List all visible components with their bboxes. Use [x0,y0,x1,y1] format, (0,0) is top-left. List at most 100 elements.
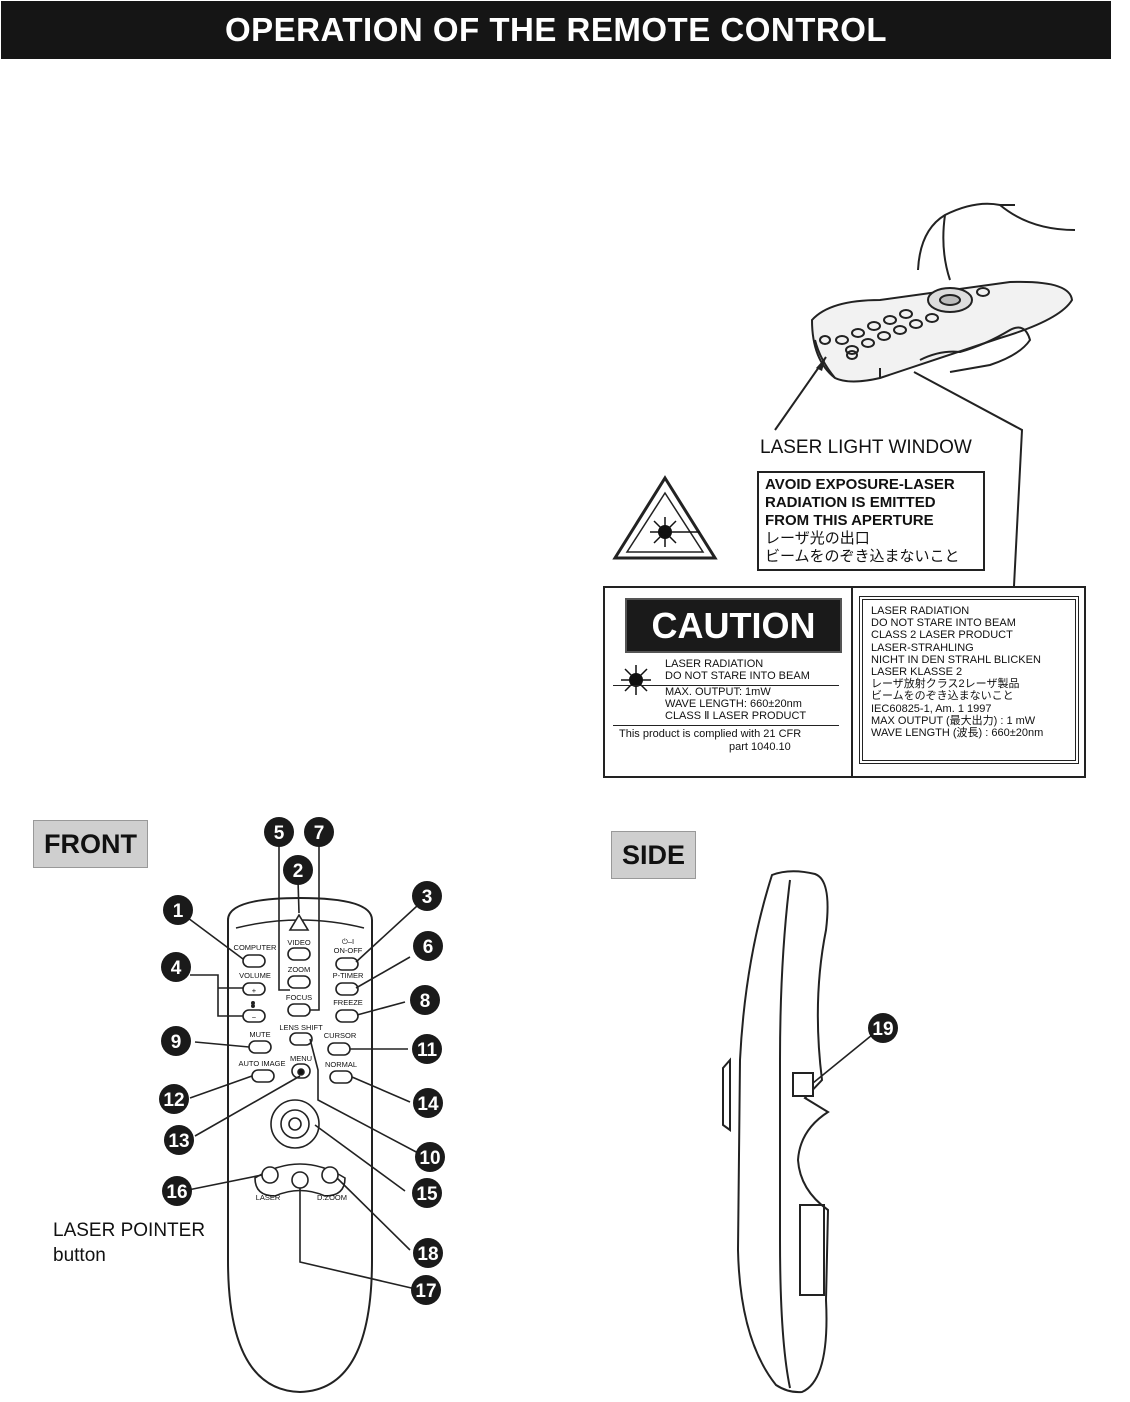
svg-text:3: 3 [422,887,433,908]
caution-right-line: NICHT IN DEN STRAHL BLICKEN [871,653,1041,666]
divider [613,725,839,726]
video-button-label: VIDEO [287,938,311,947]
svg-text:11: 11 [417,1040,438,1061]
remote-side-body [722,870,830,1394]
svg-text:7: 7 [314,823,325,844]
svg-text:1: 1 [173,901,184,922]
warning-line-3: FROM THIS APERTURE [765,512,934,529]
svg-text:18: 18 [417,1244,438,1265]
caution-right-line: レーザ放射クラス2レーザ製品 [871,678,1020,691]
divider [851,588,853,776]
svg-text:19: 19 [872,1019,893,1040]
callout-12: 12 [159,1084,189,1114]
caution-right-line: IEC60825-1, Am. 1 1997 [871,702,992,715]
front-view-label: FRONT [33,820,148,868]
leader-line [774,356,827,431]
warning-line-1: AVOID EXPOSURE-LASER [765,476,955,493]
d-zoom-button-label: D.ZOOM [317,1193,347,1202]
zoom-button-label: ZOOM [288,965,311,974]
caution-right-line: LASER RADIATION [871,605,970,617]
warning-jp-2: ビームをのぞき込まないこと [765,548,960,565]
caution-burst-icon [621,665,651,695]
caution-left-text: LASER RADIATION DO NOT STARE INTO BEAM M… [665,658,835,722]
computer-button-label: COMPUTER [234,943,278,952]
menu-button-label: MENU [290,1054,312,1063]
laser-pointer-note-line-2: button [53,1245,106,1266]
callout-5: 5 [264,817,294,847]
callout-7: 7 [304,817,334,847]
caution-right-text: LASER RADIATION DO NOT STARE INTO BEAM C… [859,596,1079,764]
callout-13: 13 [164,1125,194,1155]
callout-16: 16 [162,1176,192,1206]
freeze-button-label: FREEZE [333,998,363,1007]
caution-right-line: ビームをのぞき込まないこと [871,690,1014,703]
svg-text:4: 4 [171,958,182,979]
caution-right-line: DO NOT STARE INTO BEAM [871,617,1016,630]
front-leader-lines [187,840,421,1291]
svg-text:6: 6 [423,937,434,958]
caution-left-line: LASER RADIATION [665,658,764,670]
svg-text:14: 14 [417,1094,439,1115]
callout-11: 11 [412,1034,442,1064]
callout-2: 2 [283,855,313,885]
aperture-warning-label: AVOID EXPOSURE-LASER RADIATION IS EMITTE… [757,471,985,571]
auto-image-button-label: AUTO IMAGE [239,1059,286,1068]
callout-14: 14 [413,1088,443,1118]
svg-text:9: 9 [171,1032,182,1053]
svg-text:13: 13 [168,1131,189,1152]
cursor-button-label: CURSOR [324,1031,357,1040]
laser-light-window-label: LASER LIGHT WINDOW [760,437,972,458]
caution-right-line: MAX OUTPUT (最大出力) : 1 mW [871,714,1036,727]
on-off-button-label: ON-OFF [334,946,363,955]
volume-minus-label: − [252,1013,257,1022]
laser-pointer-note: LASER POINTER button [53,1218,205,1268]
callout-18: 18 [413,1238,443,1268]
lens-shift-button-label: LENS SHIFT [279,1023,323,1032]
compliance-note: This product is complied with 21 CFR par… [619,728,829,754]
caution-left-line: CLASS Ⅱ LASER PRODUCT [665,710,807,722]
callout-10: 10 [415,1142,445,1172]
page-title: OPERATION OF THE REMOTE CONTROL [1,1,1111,59]
compliance-line-1: This product is complied with 21 CFR [619,728,802,740]
caution-right-line: CLASS 2 LASER PRODUCT [871,629,1013,642]
compliance-line-2: part 1040.10 [729,741,791,753]
callout-3: 3 [412,881,442,911]
caution-title: CAUTION [625,598,842,653]
front-button-labels: COMPUTER VIDEO ⏻–I ON-OFF VOLUME ZOOM P-… [234,937,364,1202]
front-callout-markers: 1 2 3 4 5 6 7 8 9 10 11 12 13 14 15 16 1… [159,817,445,1305]
caution-left-line: WAVE LENGTH: 660±20nm [665,698,802,710]
callout-1: 1 [163,895,193,925]
side-callout-markers: 19 [868,1013,898,1043]
caution-right-line: LASER KLASSE 2 [871,666,963,679]
mute-button-label: MUTE [249,1030,270,1039]
power-symbol-label: ⏻–I [342,937,354,946]
svg-text:5: 5 [274,823,285,844]
warning-jp-1: レーザ光の出口 [765,530,870,547]
divider [613,685,839,686]
caution-left-line: MAX. OUTPUT: 1mW [665,686,771,698]
callout-8: 8 [410,985,440,1015]
svg-text:8: 8 [420,991,431,1012]
svg-text:12: 12 [163,1090,184,1111]
caution-label-panel: CAUTION LASER RADIATION DO NOT STARE INT… [603,586,1086,778]
svg-text:16: 16 [166,1182,187,1203]
caution-right-line: WAVE LENGTH (波長) : 660±20nm [871,727,1044,740]
laser-warning-icon [612,475,718,560]
volume-button-label: VOLUME [239,971,271,980]
normal-button-label: NORMAL [325,1060,357,1069]
caution-left-line: DO NOT STARE INTO BEAM [665,670,810,682]
p-timer-button-label: P-TIMER [333,971,364,980]
side-view-label: SIDE [611,831,697,879]
laser-button-label: LASER [256,1193,281,1202]
svg-text:10: 10 [419,1148,440,1169]
svg-text:15: 15 [416,1184,438,1205]
laser-pointer-note-line-1: LASER POINTER [53,1220,206,1241]
callout-19: 19 [868,1013,898,1043]
volume-plus-label: + [252,986,257,995]
caution-right-line: LASER-STRAHLING [871,641,974,654]
callout-4: 4 [161,952,191,982]
callout-9: 9 [161,1026,191,1056]
callout-17: 17 [411,1275,441,1305]
hand-remote-illustration [810,202,1076,383]
callout-15: 15 [412,1178,442,1208]
